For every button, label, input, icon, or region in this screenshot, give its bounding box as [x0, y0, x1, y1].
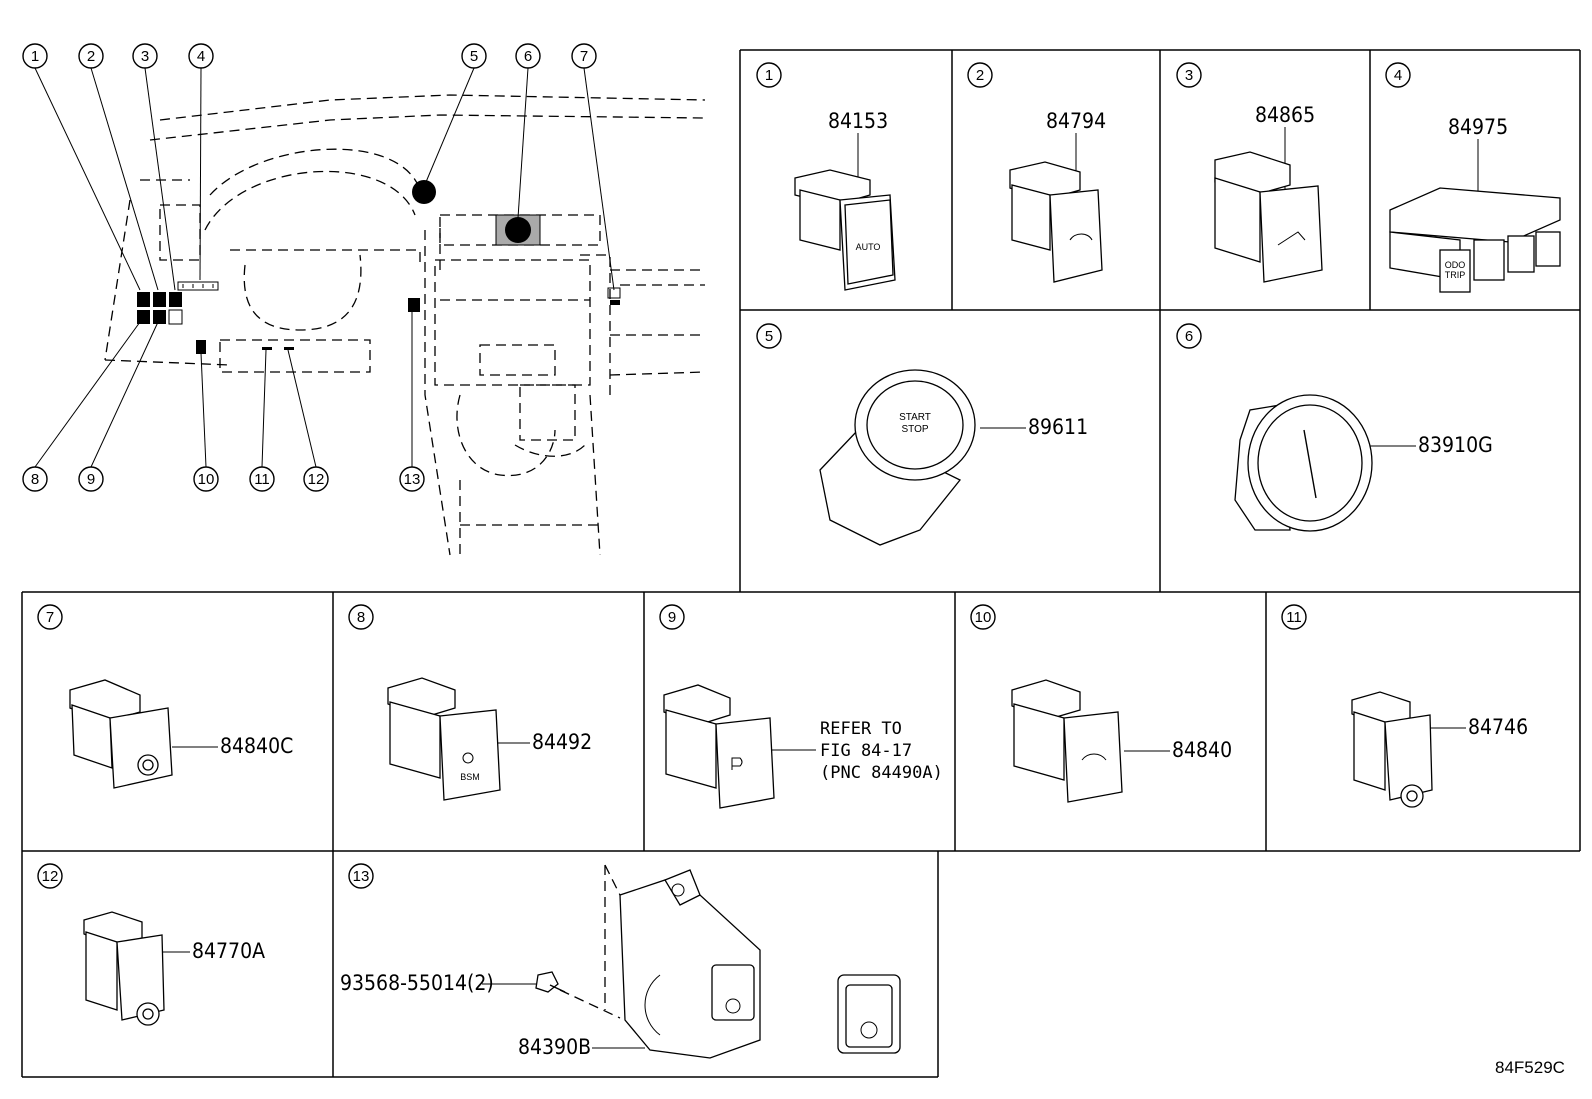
panel-9: 9 REFER TO FIG 84-17 (PNC 84490A) [659, 604, 943, 809]
panel-2: 2 84794 [967, 62, 1106, 283]
switch-84840C [69, 679, 173, 789]
svg-text:1: 1 [765, 67, 773, 84]
svg-text:4: 4 [1394, 67, 1402, 84]
part-number-84746: 84746 [1468, 715, 1528, 739]
svg-text:5: 5 [765, 328, 773, 345]
panel-12: 12 84770A [37, 863, 265, 1026]
switch-84794 [1009, 161, 1103, 283]
part-number-84975: 84975 [1448, 115, 1508, 139]
callout-10: 10 [193, 352, 219, 492]
svg-text:REFER TO: REFER TO [820, 719, 902, 739]
overview-callouts: 1 2 3 4 5 6 7 8 9 10 11 12 13 [22, 43, 615, 492]
svg-text:13: 13 [404, 471, 421, 488]
dashboard-overview [104, 94, 706, 556]
part-number-89611: 89611 [1028, 415, 1088, 439]
part-number-84794: 84794 [1046, 109, 1106, 133]
svg-text:13: 13 [353, 868, 370, 885]
switch-84840 [1011, 679, 1123, 803]
callout-7: 7 [571, 43, 615, 291]
svg-text:3: 3 [1185, 67, 1193, 84]
callout-5: 5 [425, 43, 487, 183]
svg-text:6: 6 [1185, 328, 1193, 345]
panel-10: 10 84840 [970, 604, 1232, 803]
callout-13: 13 [399, 312, 425, 492]
panel-1: 1 84153 AUTO [756, 62, 896, 291]
svg-text:11: 11 [254, 471, 270, 488]
svg-text:4: 4 [197, 48, 205, 65]
switch-84770A [83, 911, 165, 1026]
svg-text:ODO: ODO [1445, 260, 1466, 270]
panel-grid [21, 49, 1581, 1078]
svg-text:1: 1 [31, 48, 39, 65]
svg-text:2: 2 [976, 67, 984, 84]
panel-6: 6 83910G [1176, 323, 1493, 532]
svg-text:10: 10 [198, 471, 215, 488]
callout-12: 12 [287, 349, 329, 492]
svg-text:7: 7 [580, 48, 588, 65]
svg-text:2: 2 [87, 48, 95, 65]
svg-text:6: 6 [524, 48, 532, 65]
part-number-84840: 84840 [1172, 738, 1232, 762]
panel-5: 5 89611 START STOP [756, 323, 1088, 546]
part-number-93568-55014: 93568-55014(2) [340, 971, 494, 995]
part-number-84390B: 84390B [518, 1035, 591, 1059]
part-number-84153: 84153 [828, 109, 888, 133]
svg-text:AUTO: AUTO [856, 242, 881, 252]
panel-13: 13 93568-55014(2) 84390B [340, 863, 901, 1059]
callout-6: 6 [515, 43, 541, 219]
callout-11: 11 [249, 349, 275, 492]
svg-text:STOP: STOP [901, 424, 928, 435]
panel-4: 4 84975 ODO TRIP [1385, 62, 1561, 293]
svg-text:10: 10 [975, 609, 992, 626]
svg-text:FIG 84-17: FIG 84-17 [820, 741, 912, 761]
panel-7: 7 84840C [37, 604, 293, 789]
part-number-84770A: 84770A [192, 939, 265, 963]
parking-brake-button [837, 974, 901, 1054]
callout-1: 1 [22, 43, 141, 291]
svg-text:7: 7 [46, 609, 54, 626]
panel-11: 11 84746 [1281, 604, 1528, 808]
callout-3: 3 [132, 43, 176, 291]
svg-text:TRIP: TRIP [1445, 270, 1466, 280]
bolt-93568-55014 [535, 971, 566, 993]
panel-8: 8 84492 BSM [348, 604, 592, 801]
part-number-84492: 84492 [532, 730, 592, 754]
svg-text:8: 8 [357, 609, 365, 626]
switch-parking-sensor [663, 684, 775, 809]
callout-9: 9 [78, 321, 159, 492]
diagram-code: 84F529C [1495, 1058, 1565, 1077]
svg-text:(PNC 84490A): (PNC 84490A) [820, 763, 943, 783]
panel-3: 3 84865 [1176, 62, 1323, 283]
svg-text:3: 3 [141, 48, 149, 65]
part-number-84840C: 84840C [220, 734, 293, 758]
switch-84975: ODO TRIP [1389, 187, 1561, 293]
switch-84492: BSM [387, 677, 501, 801]
switch-83910G [1234, 394, 1373, 532]
callout-4: 4 [188, 43, 214, 281]
svg-text:5: 5 [470, 48, 478, 65]
switch-84746 [1351, 691, 1433, 808]
refer-note: REFER TO FIG 84-17 (PNC 84490A) [820, 719, 943, 783]
switch-84153: AUTO [794, 169, 896, 291]
svg-text:BSM: BSM [460, 772, 480, 782]
switch-89611: START STOP [819, 369, 976, 546]
svg-text:11: 11 [1286, 609, 1302, 626]
part-number-84865: 84865 [1255, 103, 1315, 127]
svg-text:8: 8 [31, 471, 39, 488]
svg-text:12: 12 [308, 471, 325, 488]
callout-2: 2 [78, 43, 159, 291]
svg-text:9: 9 [668, 609, 676, 626]
switch-84865 [1214, 151, 1323, 283]
svg-text:12: 12 [42, 868, 59, 885]
svg-text:START: START [899, 412, 931, 423]
callout-8: 8 [22, 321, 141, 492]
part-number-83910G: 83910G [1418, 433, 1493, 457]
switch-84390B [619, 869, 761, 1059]
svg-text:9: 9 [87, 471, 95, 488]
